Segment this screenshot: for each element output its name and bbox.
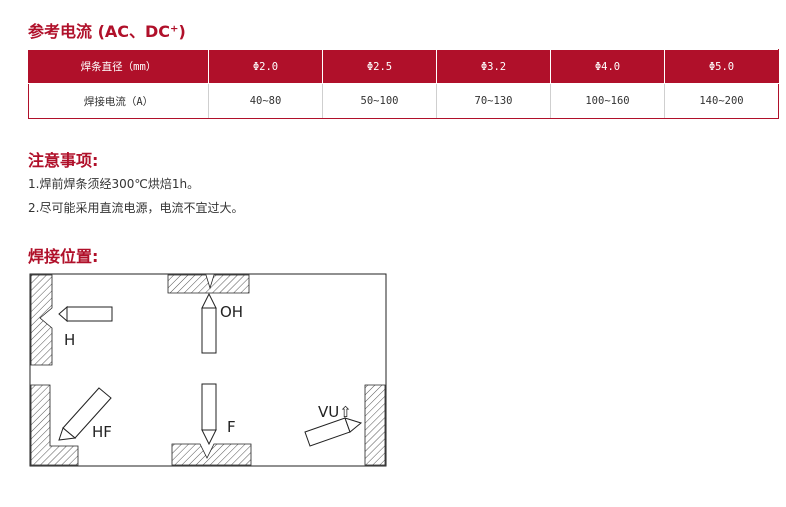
reference-current-table: 焊条直径（mm） Φ2.0 Φ2.5 Φ3.2 Φ4.0 Φ5.0 焊接电流（A… <box>28 49 779 119</box>
header-electrode-diameter: 焊条直径（mm） <box>28 49 209 84</box>
current-range-cell: 70~130 <box>436 83 551 119</box>
header-diameter-4-0: Φ4.0 <box>550 49 665 84</box>
welding-positions-diagram: H OH HF F VU⇧ <box>29 273 387 467</box>
table-header-row: 焊条直径（mm） Φ2.0 Φ2.5 Φ3.2 Φ4.0 Φ5.0 <box>28 49 779 84</box>
label-vu: VU⇧ <box>318 403 352 421</box>
hatched-plates <box>30 274 386 466</box>
note-item: 2.尽可能采用直流电源，电流不宜过大。 <box>28 201 244 215</box>
table-row: 焊接电流（A） 40~80 50~100 70~130 100~160 140~… <box>28 83 779 119</box>
label-f: F <box>227 418 236 436</box>
notes-heading: 注意事项: <box>28 151 99 170</box>
notes-list: 1.焊前焊条须经300℃烘焙1h。 2.尽可能采用直流电源，电流不宜过大。 <box>28 174 243 222</box>
label-hf: HF <box>92 423 112 441</box>
current-range-cell: 140~200 <box>664 83 779 119</box>
electrode-f <box>201 383 217 446</box>
note-item: 1.焊前焊条须经300℃烘焙1h。 <box>28 177 200 191</box>
header-diameter-2-0: Φ2.0 <box>208 49 323 84</box>
electrode-hf <box>58 387 112 441</box>
current-range-cell: 40~80 <box>208 83 323 119</box>
header-diameter-3-2: Φ3.2 <box>436 49 551 84</box>
label-h: H <box>64 331 75 349</box>
row-label-welding-current: 焊接电流（A） <box>28 83 209 119</box>
electrode-h <box>58 305 113 323</box>
header-diameter-2-5: Φ2.5 <box>322 49 437 84</box>
label-oh: OH <box>220 303 243 321</box>
current-range-cell: 50~100 <box>322 83 437 119</box>
welding-positions-heading: 焊接位置: <box>28 247 99 266</box>
current-range-cell: 100~160 <box>550 83 665 119</box>
electrode-oh <box>201 292 217 354</box>
electrode-vu <box>304 417 363 447</box>
reference-current-heading: 参考电流 (AC、DC⁺) <box>28 22 186 41</box>
header-diameter-5-0: Φ5.0 <box>664 49 779 84</box>
